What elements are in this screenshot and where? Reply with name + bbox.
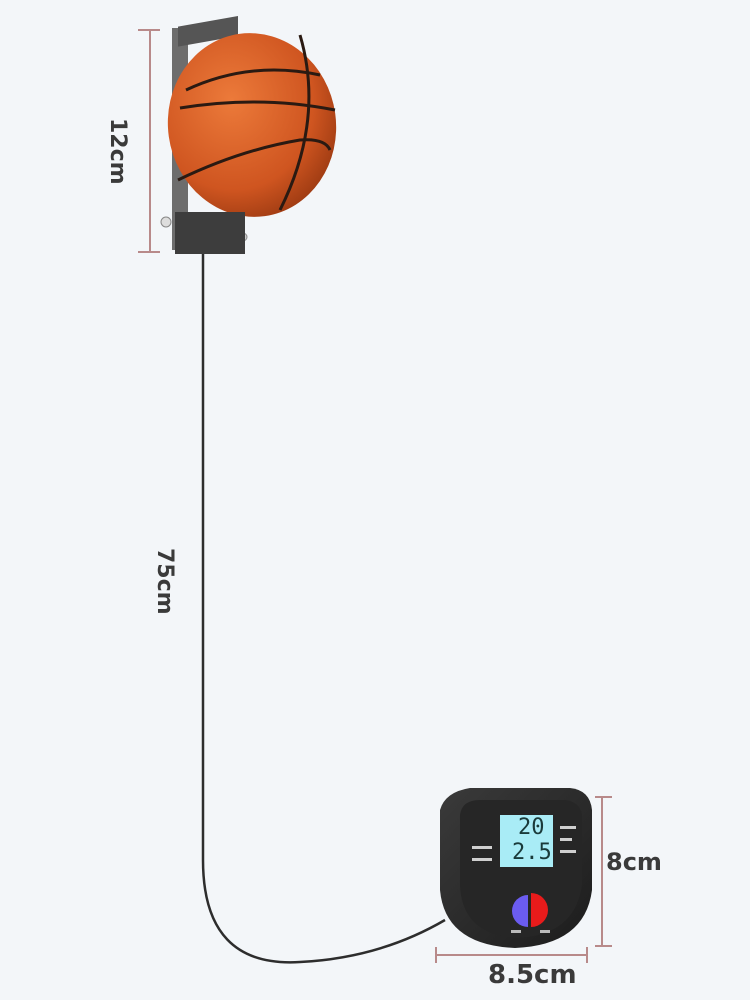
side-labels-right: [560, 826, 576, 853]
lcd-top-value: 20: [518, 815, 545, 840]
side-labels-left: [472, 846, 492, 861]
cable: [201, 254, 446, 964]
mode-button-blue[interactable]: [512, 895, 528, 927]
basketball: [167, 33, 337, 217]
sensor-box: [175, 212, 245, 254]
dimension-line-counter-width: [435, 947, 588, 963]
lcd-screen: [500, 815, 553, 867]
dimension-line-counter-height: [595, 796, 612, 947]
counter-height-label: 8cm: [606, 848, 662, 876]
lcd-bottom-value: 2.5: [512, 840, 552, 865]
reset-button-red[interactable]: [531, 893, 548, 927]
mount-height-label: 12cm: [105, 118, 130, 185]
counter-width-label: 8.5cm: [488, 960, 577, 990]
cable-length-label: 75cm: [152, 548, 177, 615]
counter-device: [440, 788, 592, 948]
dimension-line-mount-height: [138, 29, 160, 253]
